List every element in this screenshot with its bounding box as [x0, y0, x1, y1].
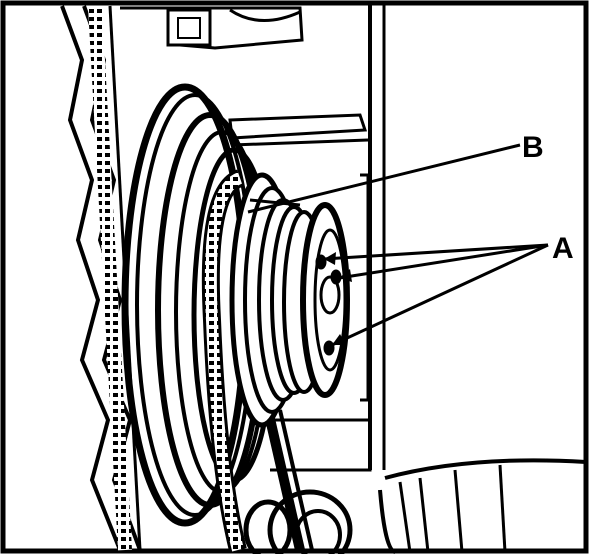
callout-label-a: A [552, 232, 574, 265]
leader-line-a-top [323, 243, 549, 261]
leader-line-a-middle [338, 243, 549, 280]
engine-housing [120, 5, 386, 472]
bolt-hole-top [315, 254, 327, 270]
leader-line-a-bottom [331, 243, 549, 347]
bolt-holes [315, 254, 342, 356]
lower-pulley [243, 489, 353, 554]
callout-label-b: B [522, 131, 544, 164]
arrowheads [324, 252, 352, 345]
leader-line-b [247, 143, 521, 214]
bolt-hole-bottom [323, 340, 335, 356]
left-belt [60, 5, 142, 551]
timing-belt [201, 169, 314, 553]
alternator [378, 458, 587, 554]
leader-lines [247, 143, 549, 347]
